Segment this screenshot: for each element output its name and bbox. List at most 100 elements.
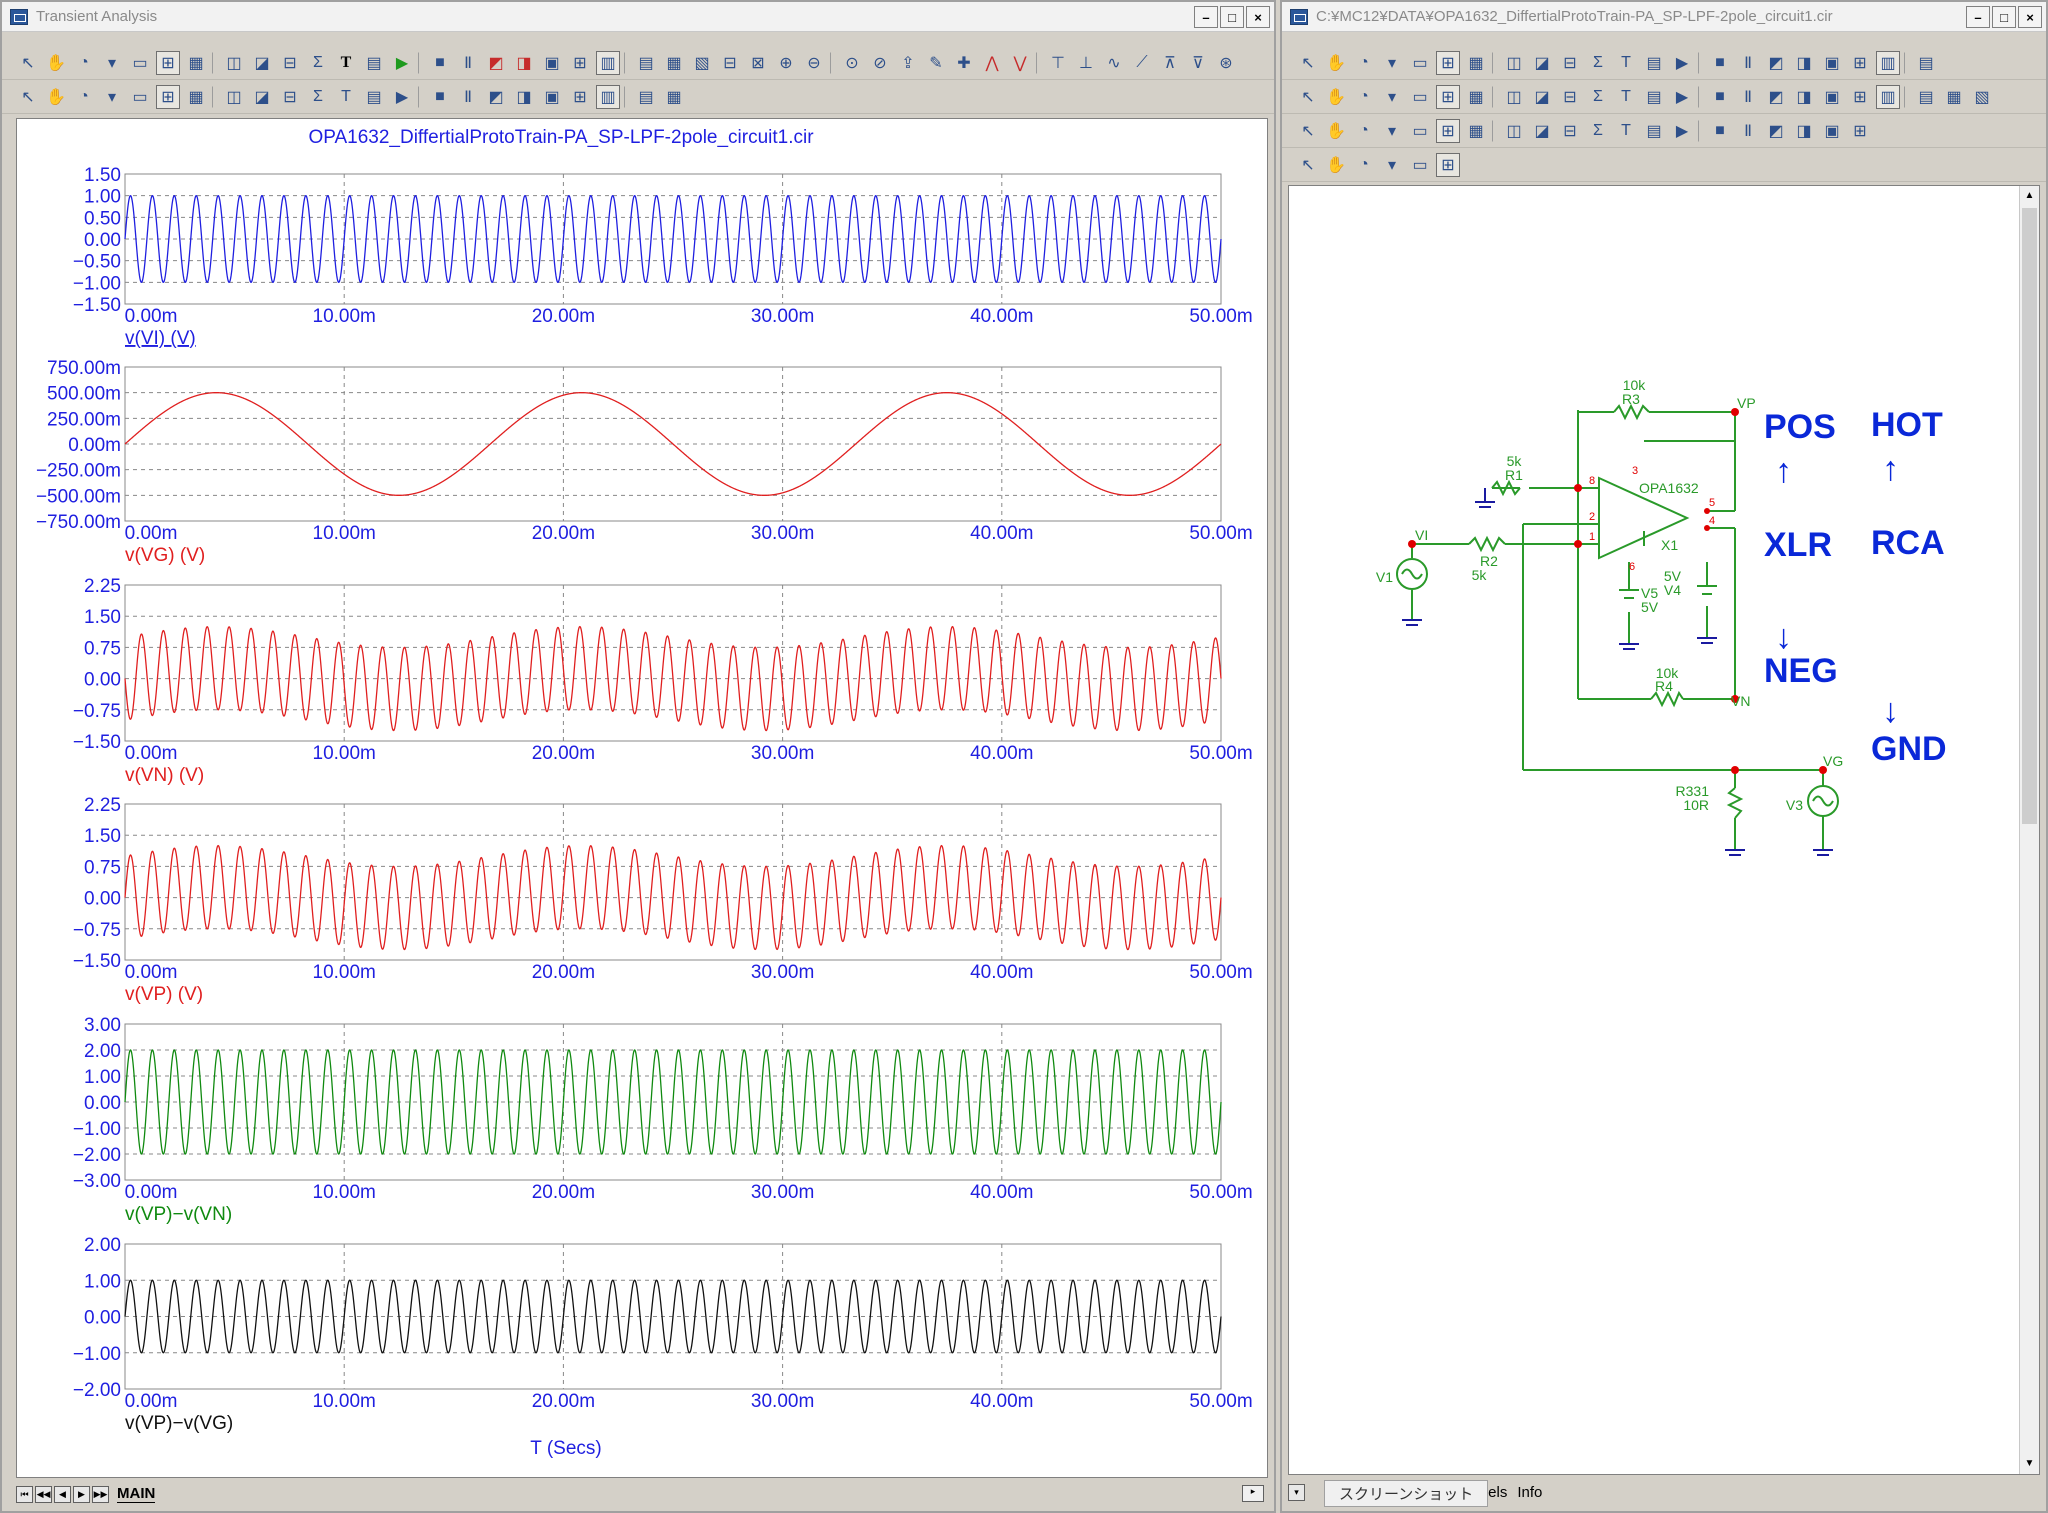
- layer3-icon[interactable]: ◩: [488, 88, 504, 106]
- tool-5-icon[interactable]: ⊞: [1436, 152, 1460, 177]
- tool-20-icon[interactable]: ▥: [1876, 84, 1900, 109]
- tool-7-icon[interactable]: ◫: [1506, 54, 1522, 72]
- tab-info[interactable]: Info: [1517, 1483, 1543, 1501]
- high-icon[interactable]: ⊤: [1051, 54, 1065, 72]
- tool-11-icon[interactable]: T: [1621, 87, 1631, 105]
- tool-13-icon[interactable]: ▶: [1675, 122, 1689, 140]
- tool-4-icon[interactable]: ▭: [1412, 122, 1428, 140]
- tool-12-icon[interactable]: ▤: [1646, 54, 1662, 72]
- peak-find-icon[interactable]: ⋀: [985, 54, 999, 72]
- plot-area[interactable]: OPA1632_DiffertialProtoTrain-PA_SP-LPF-2…: [16, 118, 1268, 1478]
- tool-2-icon[interactable]: ◔: [1359, 121, 1369, 139]
- top-icon[interactable]: ⊼: [1164, 54, 1176, 72]
- tool-2-icon[interactable]: ◔: [1359, 53, 1369, 71]
- tool-15-icon[interactable]: Ⅱ: [1744, 88, 1752, 106]
- tool-7-icon[interactable]: ◫: [1506, 122, 1522, 140]
- align-top-icon[interactable]: ▥: [596, 84, 620, 109]
- waveform-trace[interactable]: [124, 844, 1222, 951]
- tool-10-icon[interactable]: Σ: [1593, 53, 1603, 71]
- stats-icon[interactable]: Σ: [313, 53, 323, 71]
- tool-19-icon[interactable]: ⊞: [1853, 54, 1867, 72]
- close-button[interactable]: ×: [2018, 6, 2042, 28]
- waveform-trace[interactable]: [124, 194, 1222, 284]
- tool-12-icon[interactable]: ▤: [1646, 122, 1662, 140]
- tool-8-icon[interactable]: ◪: [1534, 88, 1550, 106]
- waveform-trace[interactable]: [124, 392, 1222, 496]
- align-mid-icon[interactable]: ▤: [638, 88, 654, 106]
- zoom-all-icon[interactable]: ◪: [254, 88, 270, 106]
- tool-4-icon[interactable]: ▭: [1412, 54, 1428, 72]
- tool-1-icon[interactable]: ✋: [1326, 122, 1346, 140]
- split-icon[interactable]: ⊟: [723, 54, 737, 72]
- run-icon[interactable]: ▶: [395, 54, 409, 72]
- nav-first-button[interactable]: ⏮: [16, 1485, 33, 1503]
- tool-0-icon[interactable]: ↖: [1301, 54, 1315, 72]
- arrow-select-icon[interactable]: ↖: [21, 54, 35, 72]
- tool-18-icon[interactable]: ▣: [1824, 122, 1840, 140]
- tool-23-icon[interactable]: ▧: [1974, 88, 1990, 106]
- close-button[interactable]: ×: [1246, 6, 1270, 28]
- tool-19-icon[interactable]: ⊞: [1853, 88, 1867, 106]
- resistor-r3[interactable]: [1613, 403, 1650, 421]
- dropdown-icon[interactable]: ▶: [395, 88, 409, 106]
- tool-11-icon[interactable]: T: [1621, 53, 1631, 71]
- horizontal-scroll-arrow[interactable]: ▸: [1242, 1485, 1264, 1502]
- tile2-icon[interactable]: ▤: [638, 54, 654, 72]
- tool-16-icon[interactable]: ◩: [1768, 88, 1784, 106]
- series-label[interactable]: v(VI) (V): [125, 328, 196, 349]
- zoom-fit-icon[interactable]: ⊙: [845, 54, 859, 72]
- source-v1[interactable]: [1396, 558, 1428, 590]
- series-label[interactable]: v(VP)−v(VG): [125, 1413, 233, 1434]
- zoom-out-icon[interactable]: ◫: [226, 88, 242, 106]
- tool-3-icon[interactable]: ▾: [1387, 122, 1397, 140]
- tool-9-icon[interactable]: ⊟: [1563, 122, 1577, 140]
- tool-21-icon[interactable]: ▤: [1918, 54, 1934, 72]
- tool-17-icon[interactable]: ◨: [1796, 122, 1812, 140]
- valley-icon[interactable]: ◨: [516, 54, 532, 72]
- list-icon[interactable]: ◔: [79, 87, 89, 105]
- tool-3-icon[interactable]: ▾: [1387, 88, 1397, 106]
- zoom-prev-icon[interactable]: ⊘: [873, 54, 887, 72]
- zoom-out-icon[interactable]: ⊖: [807, 54, 821, 72]
- text-icon[interactable]: T: [340, 53, 352, 71]
- tab-nav-button[interactable]: ▾: [1288, 1483, 1305, 1501]
- slope-icon[interactable]: ⟋: [1136, 53, 1148, 71]
- tool-5-icon[interactable]: ⊞: [1436, 50, 1460, 75]
- tool-4-icon[interactable]: ▭: [1412, 88, 1428, 106]
- resistor-r1[interactable]: [1491, 479, 1521, 497]
- tool-17-icon[interactable]: ◨: [1796, 88, 1812, 106]
- restore-button[interactable]: □: [1992, 6, 2016, 28]
- nav-prev-button[interactable]: ◀: [54, 1485, 71, 1503]
- global-icon[interactable]: ⊛: [1219, 54, 1233, 72]
- tool-14-icon[interactable]: ■: [1715, 121, 1725, 139]
- cursor3-icon[interactable]: ⊟: [283, 54, 297, 72]
- waveform-trace[interactable]: [124, 1049, 1222, 1155]
- scroll-down-arrow[interactable]: ▼: [2024, 1458, 2035, 1469]
- tool-14-icon[interactable]: ■: [1715, 53, 1725, 71]
- cursor-icon[interactable]: ◫: [226, 54, 242, 72]
- pan-icon[interactable]: ✋: [46, 54, 66, 72]
- tool-14-icon[interactable]: ■: [1715, 87, 1725, 105]
- tool-10-icon[interactable]: Σ: [1593, 121, 1603, 139]
- tool-11-icon[interactable]: T: [1621, 121, 1631, 139]
- tool-1-icon[interactable]: ✋: [1326, 54, 1346, 72]
- bottom-icon[interactable]: ⊽: [1192, 54, 1204, 72]
- nav-next-button[interactable]: ▶: [73, 1485, 90, 1503]
- dropdown-icon[interactable]: ▾: [107, 54, 117, 72]
- series-label[interactable]: v(VP) (V): [125, 984, 203, 1005]
- tool-8-icon[interactable]: ◪: [1534, 122, 1550, 140]
- source-v3[interactable]: [1807, 785, 1839, 817]
- dropdown-icon[interactable]: Σ: [313, 87, 323, 105]
- tool-17-icon[interactable]: ◨: [1796, 54, 1812, 72]
- window-icon[interactable]: ▭: [132, 54, 148, 72]
- box-icon[interactable]: ▣: [544, 54, 560, 72]
- tokens-icon[interactable]: ✎: [929, 54, 943, 72]
- resistor-r2[interactable]: [1468, 535, 1506, 553]
- grid2-icon[interactable]: ⊞: [573, 54, 587, 72]
- tool-6-icon[interactable]: ▦: [1468, 54, 1484, 72]
- scope-icon[interactable]: ◔: [79, 53, 89, 71]
- right-titlebar[interactable]: C:¥MC12¥DATA¥OPA1632_DiffertialProtoTrai…: [1282, 2, 2046, 32]
- zoom-box-icon[interactable]: ⊞: [156, 50, 180, 75]
- tool-21-icon[interactable]: ▤: [1918, 88, 1934, 106]
